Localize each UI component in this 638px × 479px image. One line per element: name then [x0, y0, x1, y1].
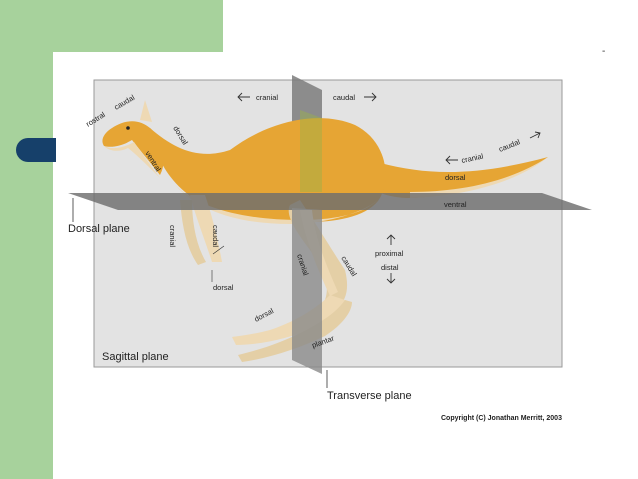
copyright-text: Copyright (C) Jonathan Merritt, 2003: [441, 415, 562, 422]
label-top-caudal: caudal: [333, 93, 355, 102]
label-arm-dorsal: dorsal: [213, 283, 234, 292]
kangaroo-eye: [126, 126, 130, 130]
transverse-plane-lower: [292, 208, 322, 374]
label-distal: distal: [381, 263, 399, 272]
label-proximal: proximal: [375, 249, 404, 258]
label-arm-caudal: caudal: [211, 225, 220, 247]
sagittal-plane-label: Sagittal plane: [102, 351, 169, 363]
label-tail-dorsal: dorsal: [445, 173, 466, 182]
transverse-plane-label: Transverse plane: [327, 390, 412, 402]
dorsal-plane-label: Dorsal plane: [68, 223, 130, 235]
dorsal-plane: [68, 193, 592, 210]
label-top-cranial: cranial: [256, 93, 278, 102]
label-arm-cranial: cranial: [168, 225, 177, 247]
label-tail-ventral: ventral: [444, 200, 467, 209]
plane-intersection-tint: [300, 110, 322, 192]
